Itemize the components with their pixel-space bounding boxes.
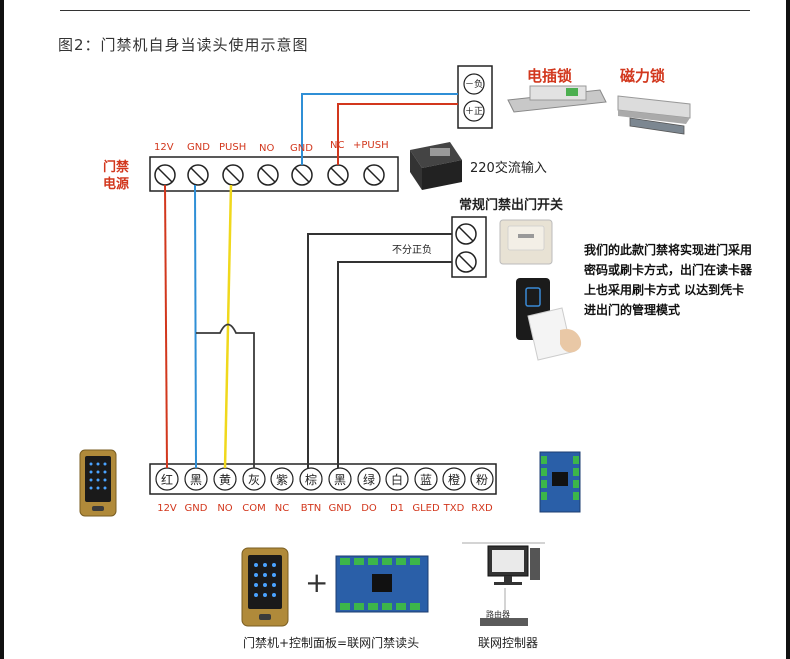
lock-pos-label: ＋正 — [465, 107, 484, 117]
keypad-device-left — [79, 449, 117, 517]
ctrl-terminal-9 — [385, 467, 409, 491]
power-screw-7 — [363, 164, 385, 186]
power-terminal-label-push: PUSH — [219, 142, 247, 153]
plus-sign: + — [305, 566, 329, 599]
pin-label-txd: TXD — [443, 503, 465, 514]
ctrl-terminal-6 — [299, 467, 323, 491]
pin-label-gled: GLED — [412, 503, 440, 514]
power-terminal-label-nc: NC — [330, 140, 345, 151]
exit-screw-2 — [455, 251, 477, 273]
wire-color-gray: 灰 — [247, 473, 260, 487]
wire-color-black: 黑 — [189, 473, 202, 487]
exit-screw-1 — [455, 223, 477, 245]
wire-push-yellow — [223, 184, 233, 469]
control-board-bottom — [335, 555, 429, 613]
exit-push-button — [499, 219, 553, 265]
pin-label-d1: D1 — [389, 503, 405, 514]
power-screws — [154, 164, 385, 186]
pin-label-no: NO — [217, 503, 233, 514]
pin-label-btn: BTN — [300, 503, 322, 514]
pin-label-rxd: RXD — [471, 503, 493, 514]
electric-bolt-label: 电插锁 — [527, 67, 573, 85]
power-terminal-label-gnd: GND — [187, 142, 210, 153]
power-screw-1 — [154, 164, 176, 186]
caption-networked-controller: 联网控制器 — [478, 636, 539, 650]
caption-reader-combo: 门禁机+控制面板=联网门禁读头 — [243, 636, 420, 650]
power-screw-4 — [257, 164, 279, 186]
router-label: 路由器 — [486, 610, 510, 619]
magnetic-lock-label: 磁力锁 — [620, 67, 666, 85]
power-terminal-label-no: NO — [259, 143, 275, 154]
pin-label-nc: NC — [274, 503, 290, 514]
controller-terminal-block — [149, 463, 497, 495]
controller-terminals — [155, 467, 494, 491]
electric-bolt-lock — [507, 85, 607, 113]
power-screw-3 — [222, 164, 244, 186]
wire-color-blue: 蓝 — [419, 473, 432, 487]
ac-input-label: 220交流输入 — [470, 161, 547, 176]
lock-neg-label: －负 — [465, 80, 484, 90]
rfid-card — [527, 307, 582, 361]
power-screw-5 — [291, 164, 313, 186]
wire-color-brown: 棕 — [304, 473, 317, 487]
ctrl-terminal-12 — [470, 467, 494, 491]
keypad-device-bottom — [241, 547, 289, 627]
router-icon — [480, 618, 528, 626]
wire-color-orange: 橙 — [447, 473, 460, 487]
wire-color-red: 红 — [160, 473, 173, 487]
top-rule — [60, 10, 750, 11]
wire-color-white: 白 — [390, 473, 403, 487]
lock-pos-terminal — [463, 100, 485, 122]
pin-label-gnd: GND — [184, 503, 208, 514]
wire-exit-gnd — [337, 261, 452, 468]
power-terminal-label-gnd2: GND — [290, 143, 313, 154]
right-frame-bar — [786, 0, 790, 659]
ctrl-terminal-11 — [442, 467, 466, 491]
power-terminal-label-12v: 12V — [154, 142, 174, 153]
ctrl-terminal-7 — [328, 467, 352, 491]
wire-color-black2: 黑 — [333, 473, 346, 487]
ctrl-terminal-8 — [357, 467, 381, 491]
wire-color-pink: 粉 — [475, 473, 488, 487]
control-board-right — [539, 451, 581, 513]
power-screw-2 — [187, 164, 209, 186]
power-terminal-label-push-plus: +PUSH — [353, 140, 389, 151]
wire-gnd-blue — [194, 184, 197, 469]
exit-polarity-label: 不分正负 — [392, 245, 432, 256]
exit-button-title: 常规门禁出门开关 — [459, 198, 564, 213]
power-screw-6 — [327, 164, 349, 186]
wire-gnd-to-lock — [301, 93, 458, 165]
pin-label-gnd2: GND — [328, 503, 352, 514]
wire-color-green: 绿 — [362, 473, 375, 487]
wire-btn — [307, 233, 452, 468]
wire-12v-red — [164, 184, 168, 469]
function-note: 我们的此款门禁将实现进门采用密码或刷卡方式，出门在读卡器上也采用刷卡方式 以达到… — [584, 243, 753, 317]
ctrl-terminal-5 — [270, 467, 294, 491]
wire-color-purple: 紫 — [275, 473, 288, 487]
wire-com-gray — [196, 323, 255, 468]
figure-title: 图2：门禁机自身当读头使用示意图 — [58, 36, 309, 54]
magnetic-lock — [617, 95, 691, 135]
wire-color-yellow: 黄 — [218, 473, 231, 487]
pin-label-do: DO — [361, 503, 377, 514]
pin-label-com: COM — [242, 503, 266, 514]
power-label-2: 电源 — [103, 177, 130, 192]
ac-power-box — [410, 142, 462, 190]
computer-icon — [487, 545, 540, 585]
ctrl-terminal-10 — [414, 467, 438, 491]
power-label-1: 门禁 — [103, 160, 130, 175]
lock-neg-terminal — [463, 73, 485, 95]
left-frame-bar — [0, 0, 4, 659]
pin-label-12v: 12V — [157, 503, 177, 514]
wire-nc-to-lock — [337, 103, 458, 165]
